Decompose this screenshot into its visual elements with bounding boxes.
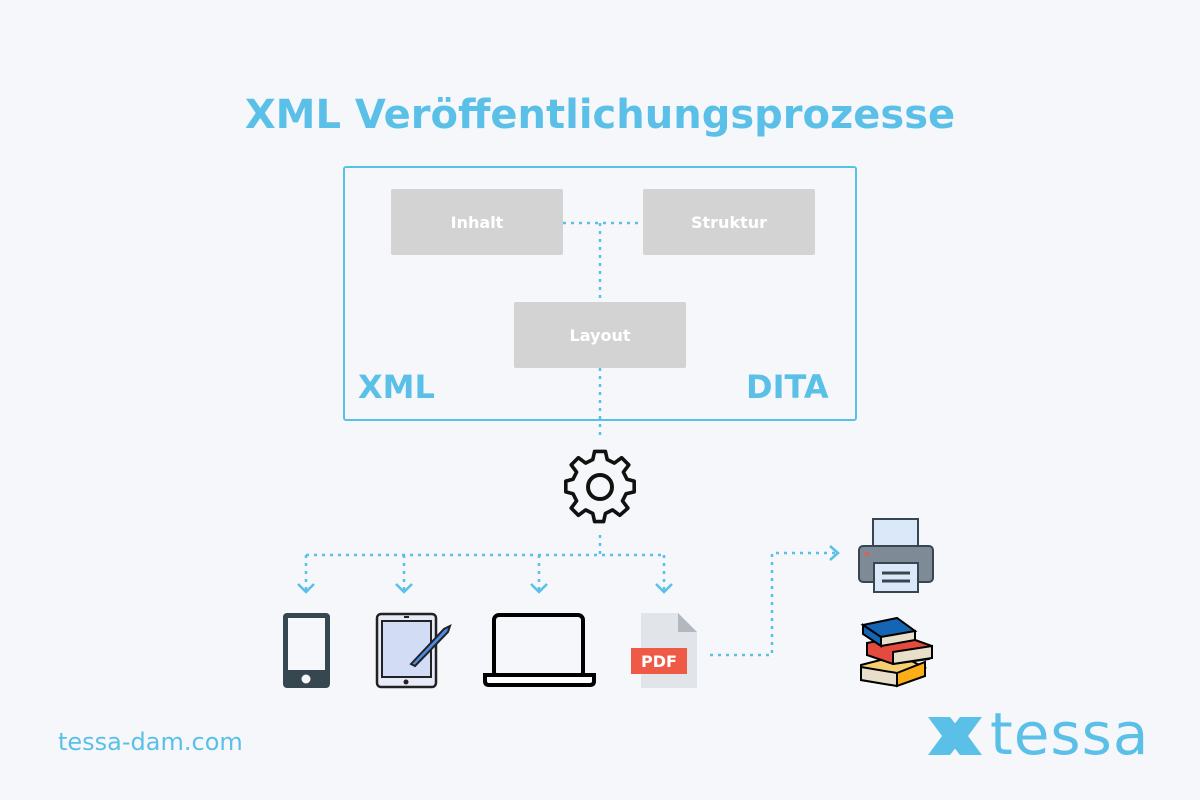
books-icon <box>860 616 934 688</box>
tessa-logo-icon <box>928 717 982 755</box>
gear-icon <box>563 449 637 524</box>
xml-label: XML <box>358 368 435 406</box>
box-content: Inhalt <box>391 189 563 255</box>
box-layout: Layout <box>514 302 686 368</box>
tablet-pen-icon <box>375 612 452 689</box>
dotted-lines <box>304 221 836 657</box>
laptop-icon <box>483 613 596 687</box>
dita-label: DITA <box>746 368 829 406</box>
arrow-heads <box>297 545 840 594</box>
footer-url[interactable]: tessa-dam.com <box>58 728 243 756</box>
xml-dita-frame <box>343 166 857 421</box>
pdf-label: PDF <box>641 651 677 671</box>
printer-icon <box>858 518 934 593</box>
smartphone-icon <box>283 613 330 688</box>
logo-text: tessa <box>990 700 1150 768</box>
page-title: XML Veröffentlichungsprozesse <box>244 92 956 138</box>
box-structure: Struktur <box>643 189 815 255</box>
pdf-file-icon <box>631 613 697 688</box>
